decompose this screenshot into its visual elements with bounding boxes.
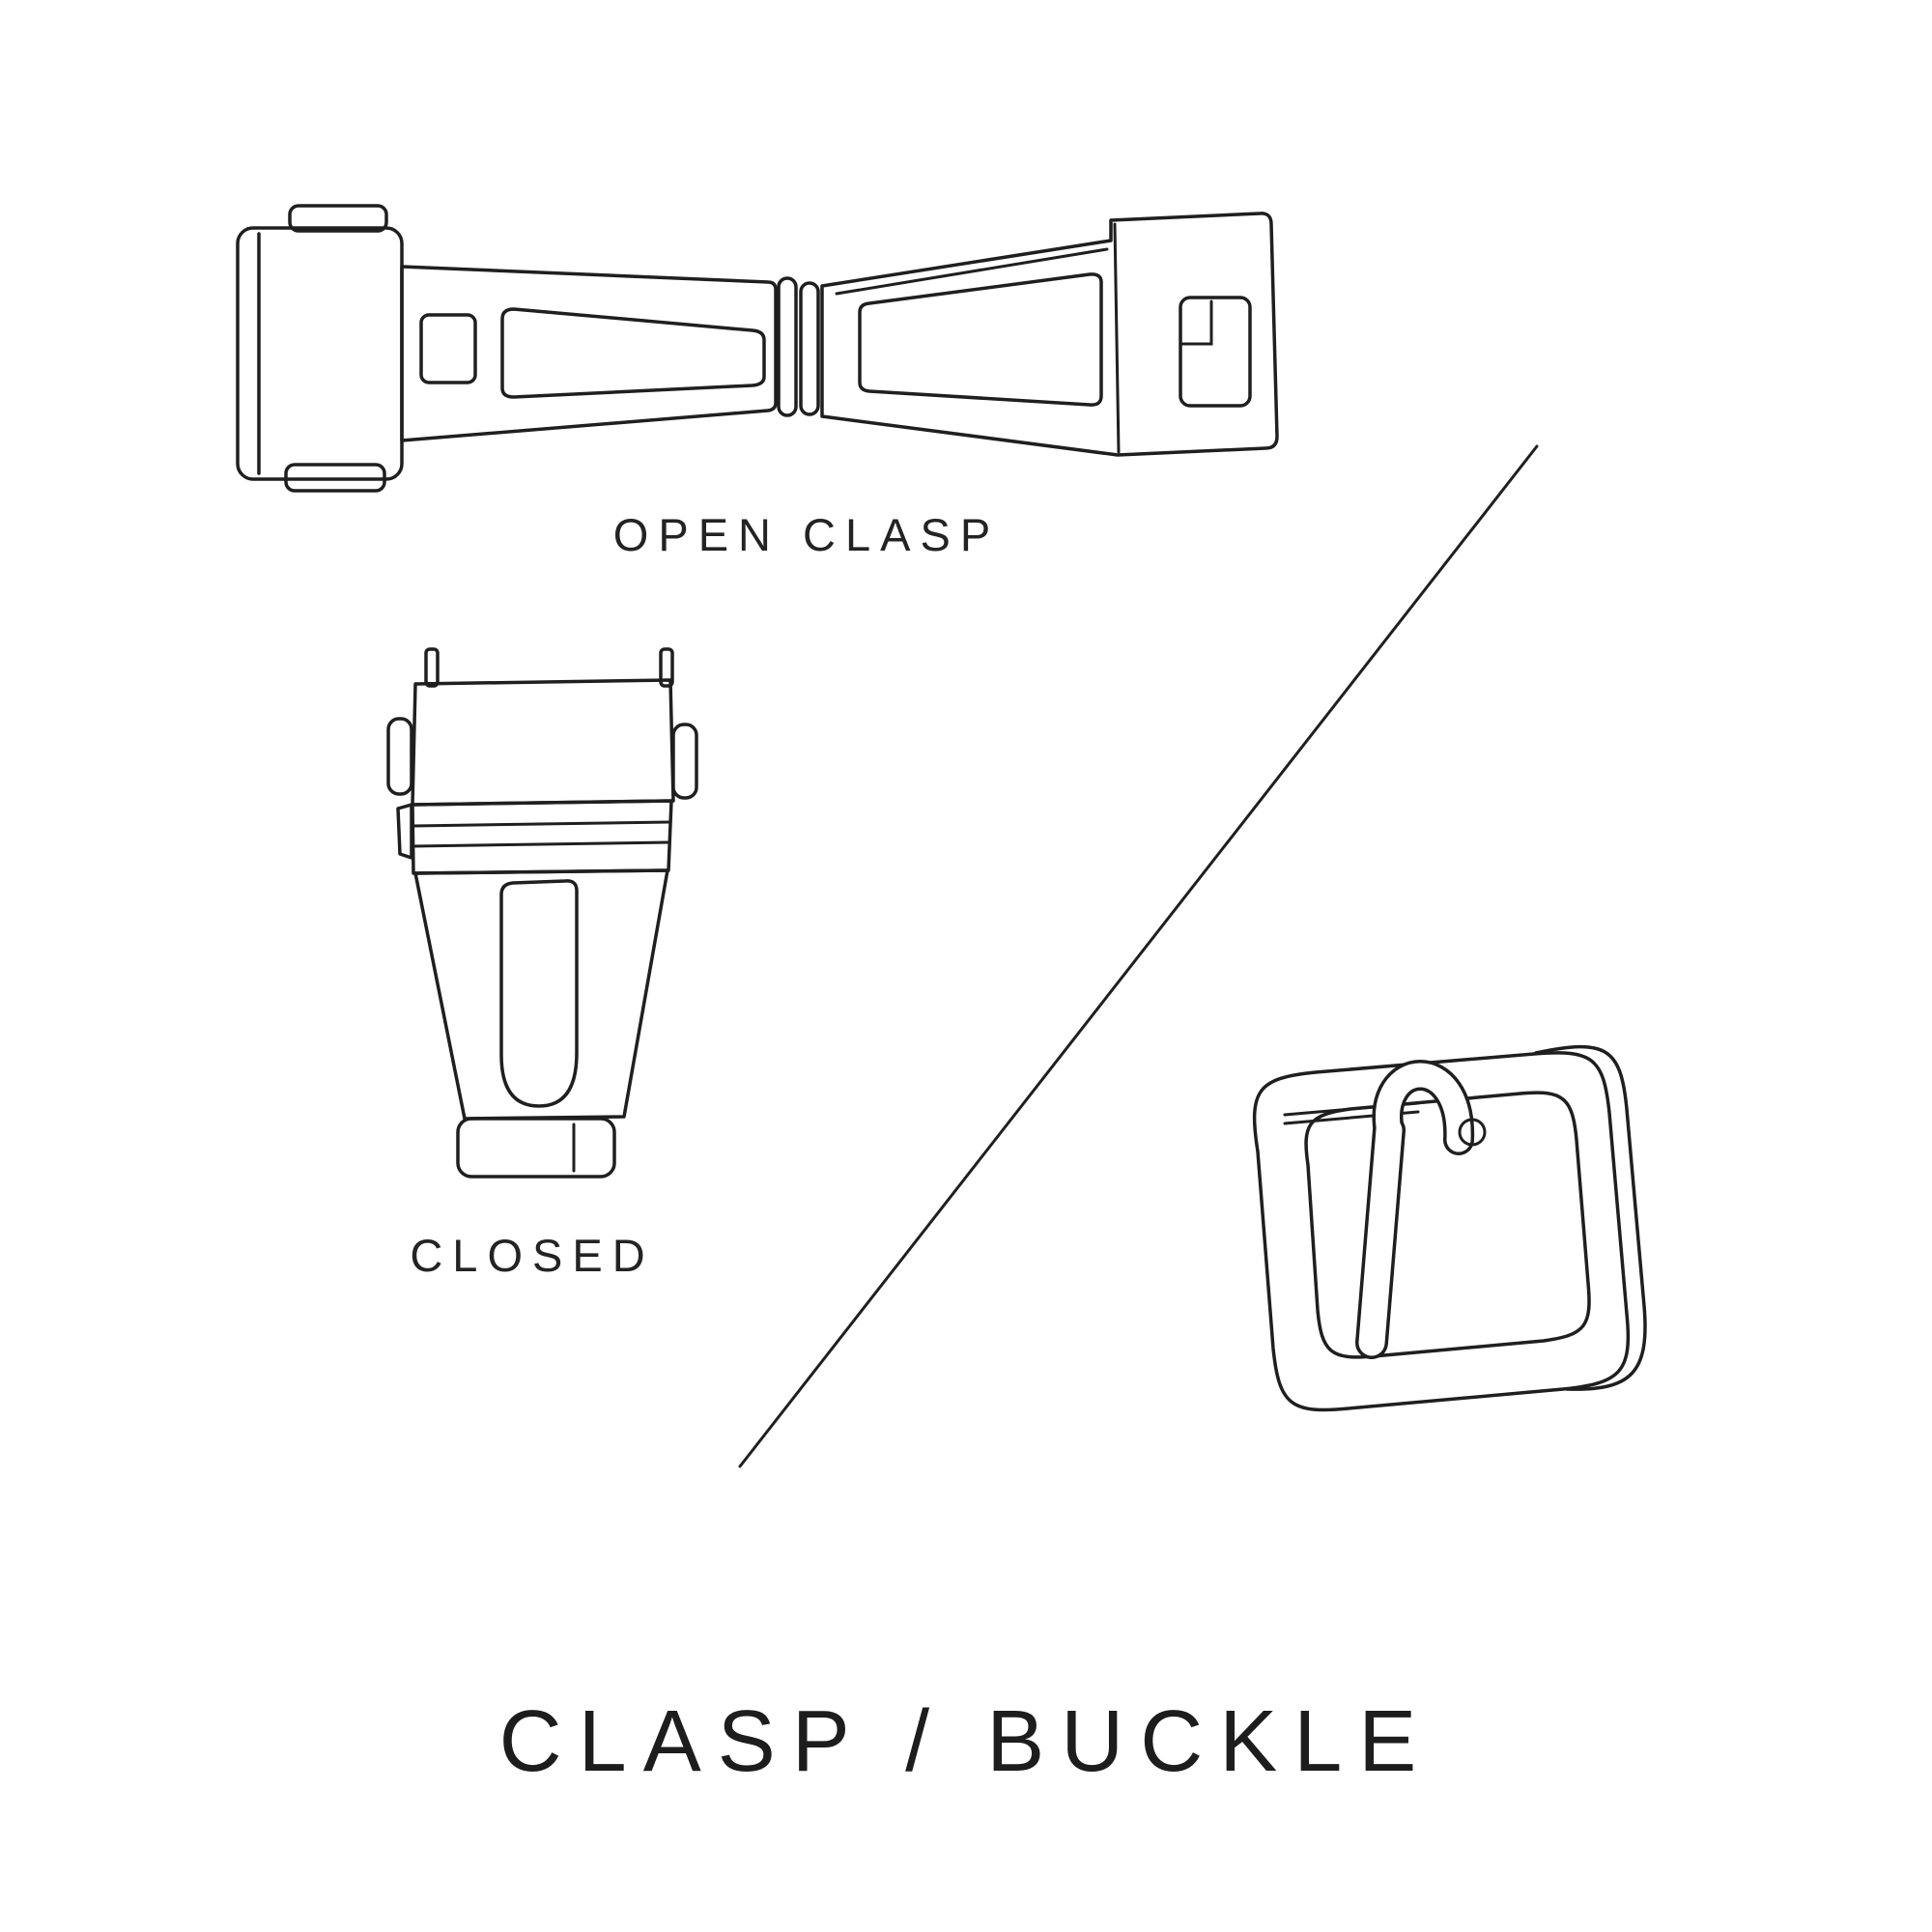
closed-clasp-right-tab [671, 723, 698, 800]
closed-clasp-bands [411, 799, 673, 875]
closed-clasp-left-tab [386, 717, 413, 796]
buckle-illustration [1252, 1044, 1647, 1412]
closed-clasp-illustration [386, 647, 698, 1179]
buckle-pin-loop [1458, 1118, 1487, 1147]
page-title: CLASP / BUCKLE [498, 1693, 1434, 1790]
closed-clasp-side-latch [396, 803, 413, 860]
divider-line [738, 444, 1539, 1468]
buckle-tang [1355, 1060, 1475, 1359]
open-clasp-right-blade [820, 212, 1279, 457]
open-clasp-hinge [777, 276, 820, 417]
open-clasp-left-blade [400, 265, 778, 442]
open-clasp-illustration [236, 204, 1279, 493]
closed-clasp-right-prong [659, 647, 674, 688]
open-clasp-left-end-link [236, 204, 404, 493]
closed-clasp-bottom-bar [456, 1117, 616, 1179]
open-clasp-label: OPEN CLASP [612, 509, 1001, 560]
closed-clasp-body [413, 868, 669, 1121]
buckle-frame [1252, 1044, 1647, 1412]
closed-clasp-left-prong [424, 647, 440, 688]
closed-clasp-top-block [411, 678, 675, 807]
closed-clasp-label: CLOSED [410, 1230, 655, 1281]
